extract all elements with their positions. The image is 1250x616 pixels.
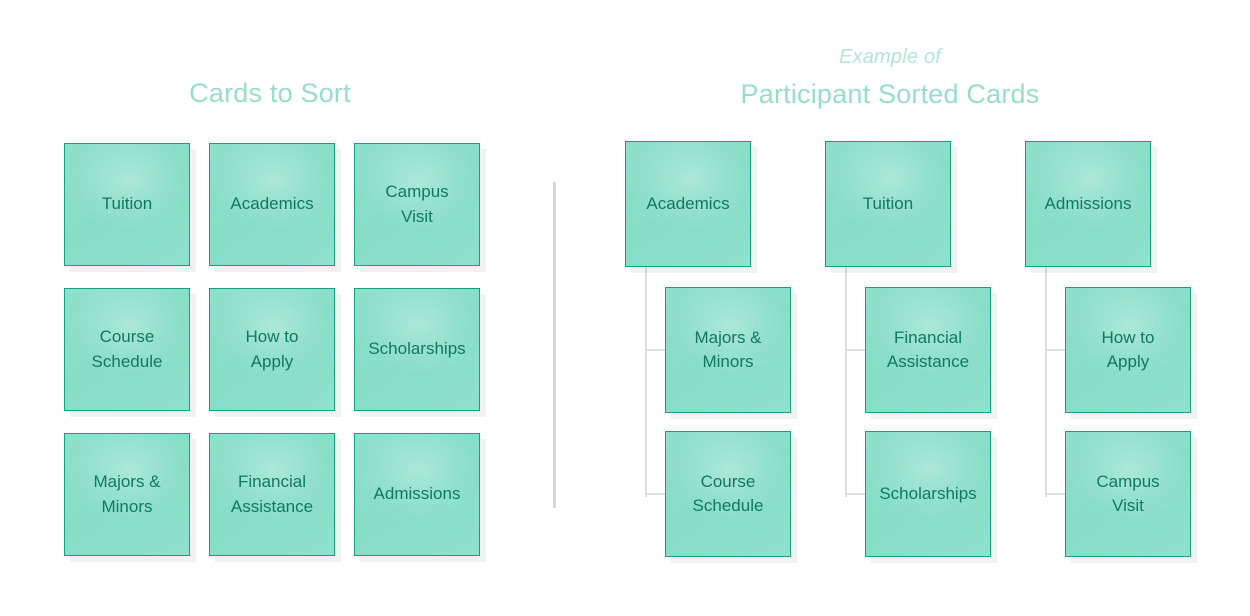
sorted-card-child[interactable]: Course Schedule <box>665 431 791 557</box>
panel-divider <box>553 182 556 508</box>
sort-card[interactable]: Campus Visit <box>354 143 480 266</box>
sort-card[interactable]: Admissions <box>354 433 480 556</box>
tree-connector-horizontal <box>845 493 867 495</box>
sort-card[interactable]: Tuition <box>64 143 190 266</box>
sort-card[interactable]: Academics <box>209 143 335 266</box>
card-label: Admissions <box>373 484 461 504</box>
card-label: Majors & Minors <box>694 327 762 371</box>
tree-connector-horizontal <box>845 349 867 351</box>
card-label: Course Schedule <box>692 471 764 515</box>
card-label: Academics <box>646 193 730 213</box>
tree-connector-horizontal <box>645 349 667 351</box>
card-label: Financial Assistance <box>886 327 970 371</box>
sorted-card-parent[interactable]: Tuition <box>825 141 951 267</box>
tree-connector-vertical <box>645 267 647 497</box>
card-label: How to Apply <box>245 327 299 371</box>
sort-card[interactable]: Financial Assistance <box>209 433 335 556</box>
sorted-card-child[interactable]: Majors & Minors <box>665 287 791 413</box>
card-label: How to Apply <box>1101 327 1155 371</box>
sorted-card-child[interactable]: Financial Assistance <box>865 287 991 413</box>
tree-connector-horizontal <box>1045 493 1067 495</box>
sort-card[interactable]: Majors & Minors <box>64 433 190 556</box>
card-label: Tuition <box>101 194 153 214</box>
tree-connector-vertical <box>845 267 847 497</box>
card-label: Course Schedule <box>91 327 163 371</box>
sort-card[interactable]: Scholarships <box>354 288 480 411</box>
card-label: Campus Visit <box>1096 471 1160 515</box>
sorted-card-child[interactable]: Campus Visit <box>1065 431 1191 557</box>
sorted-card-parent[interactable]: Academics <box>625 141 751 267</box>
card-label: Scholarships <box>368 339 466 359</box>
sorted-card-child[interactable]: How to Apply <box>1065 287 1191 413</box>
card-label: Campus Visit <box>385 182 449 226</box>
card-label: Tuition <box>862 193 914 213</box>
card-label: Financial Assistance <box>230 472 314 516</box>
page-title-participant-sorted-cards: Participant Sorted Cards <box>740 79 1040 109</box>
card-label: Admissions <box>1044 193 1132 213</box>
card-label: Academics <box>230 194 314 214</box>
page-title-cards-to-sort: Cards to Sort <box>189 78 351 108</box>
page-subtitle-example-of: Example of <box>838 46 942 68</box>
card-label: Majors & Minors <box>93 472 161 516</box>
card-label: Scholarships <box>879 483 977 503</box>
sort-card[interactable]: Course Schedule <box>64 288 190 411</box>
tree-connector-horizontal <box>645 493 667 495</box>
sorted-card-child[interactable]: Scholarships <box>865 431 991 557</box>
tree-connector-vertical <box>1045 267 1047 497</box>
sorted-card-parent[interactable]: Admissions <box>1025 141 1151 267</box>
sort-card[interactable]: How to Apply <box>209 288 335 411</box>
tree-connector-horizontal <box>1045 349 1067 351</box>
